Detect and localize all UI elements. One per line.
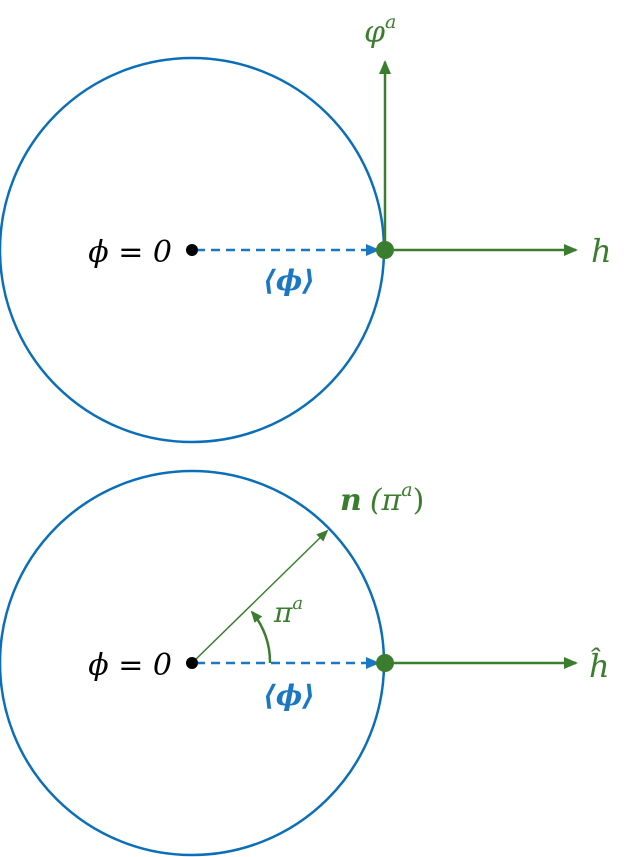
top-vertical-axis-label: φa (364, 11, 396, 50)
bottom-angle-superscript: a (292, 593, 303, 614)
top-origin-point (186, 244, 198, 256)
bottom-angle-arc (250, 610, 272, 664)
bottom-direction-paren-close: ) (413, 483, 425, 518)
bottom-vacuum-point (376, 654, 394, 672)
bottom-direction-n: n (340, 483, 362, 518)
bottom-origin-point (186, 657, 198, 669)
bottom-angle-label: πa (273, 593, 303, 629)
top-panel: ϕ = 0 ⟨ϕ⟩ φa h (0, 11, 612, 444)
top-vacuum-point (376, 241, 394, 259)
bottom-vev-label: ⟨ϕ⟩ (263, 679, 315, 712)
bottom-horizontal-axis-label: ĥ (589, 647, 610, 685)
bottom-direction-paren-open: (π (370, 483, 403, 518)
top-vev-label: ⟨ϕ⟩ (263, 264, 315, 297)
top-vertical-axis-superscript: a (385, 11, 396, 33)
top-horizontal-axis-label: h (591, 232, 612, 270)
bottom-direction-label: n(πa) (340, 479, 424, 518)
bottom-direction-arrow (191, 529, 329, 664)
bottom-angle-symbol: π (273, 596, 293, 629)
bottom-panel: ϕ = 0 ⟨ϕ⟩ n(πa) πa ĥ (0, 469, 610, 857)
top-vertical-axis-symbol: φ (364, 15, 385, 50)
top-origin-label: ϕ = 0 (88, 235, 172, 270)
bottom-direction-superscript: a (401, 479, 412, 501)
bottom-origin-label: ϕ = 0 (88, 648, 172, 683)
